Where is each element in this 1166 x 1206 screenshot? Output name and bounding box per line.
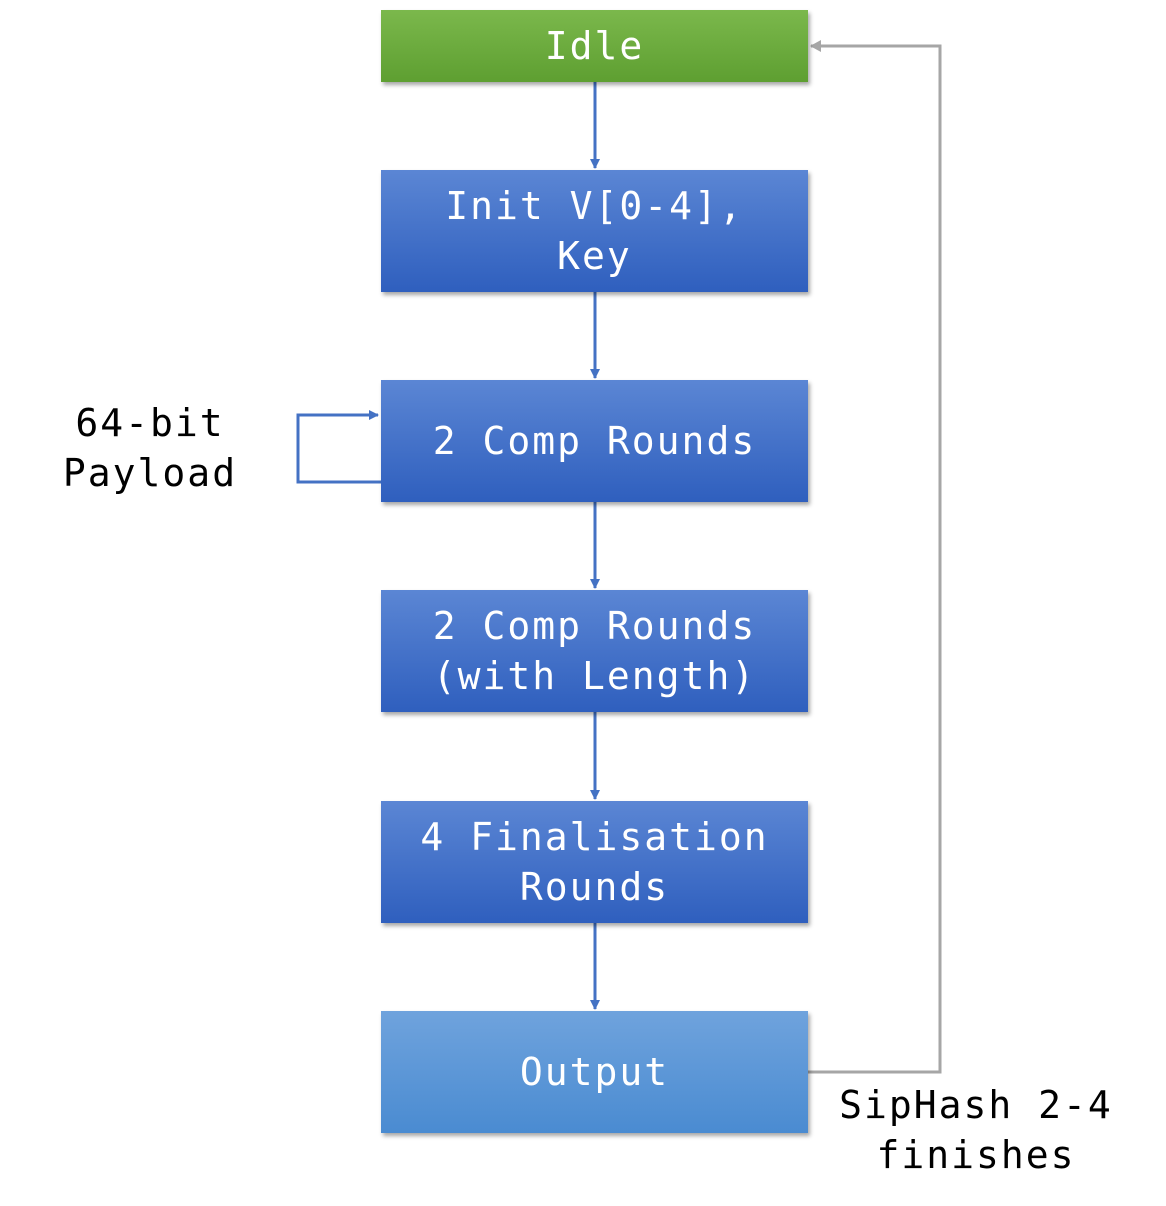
- comp-rounds-state: 2 Comp Rounds: [381, 380, 808, 502]
- return-to-idle-arrow: [808, 40, 942, 1074]
- payload-loop-label: 64-bit Payload: [62, 401, 238, 495]
- finalisation-state: 4 Finalisation Rounds: [381, 801, 808, 923]
- init-state: Init V[0-4], Key: [381, 170, 808, 292]
- payload-loop-arrow: [296, 410, 381, 484]
- output-state: Output: [381, 1011, 808, 1133]
- siphash-finishes-label: SipHash 2-4 finishes: [839, 1083, 1113, 1177]
- idle-state: Idle: [381, 10, 808, 82]
- comp-rounds-length-state: 2 Comp Rounds (with Length): [381, 590, 808, 712]
